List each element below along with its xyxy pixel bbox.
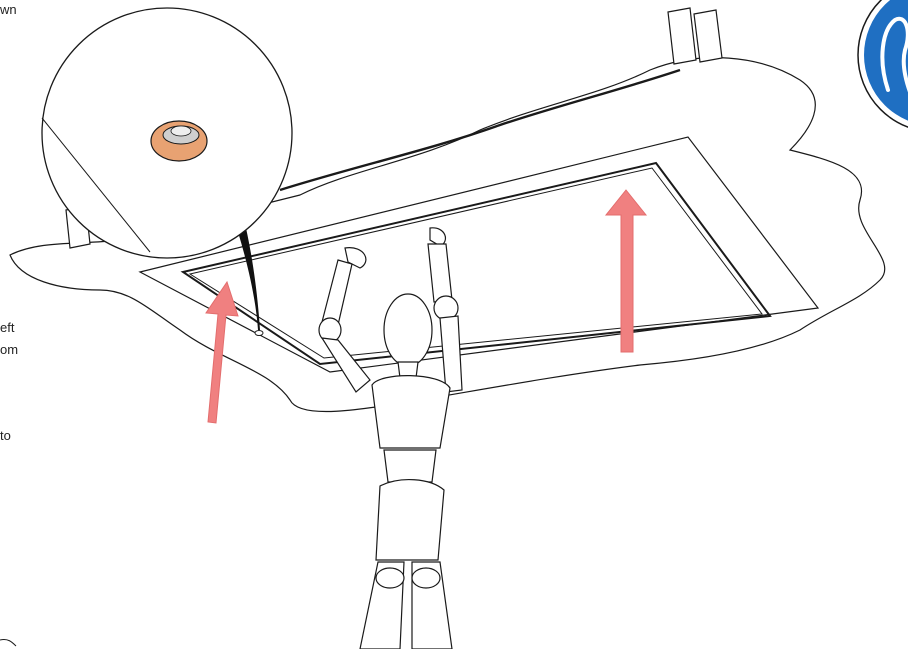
text-fragment-top: wn (0, 2, 17, 18)
text-fragment-middle-1: eft (0, 320, 14, 336)
gloves-mandatory-sign-icon (858, 0, 908, 132)
text-fragment-middle-2: om (0, 342, 18, 358)
text-fragment-lower: to (0, 428, 11, 444)
screw-hole (255, 331, 263, 336)
zoom-callout (42, 8, 292, 258)
